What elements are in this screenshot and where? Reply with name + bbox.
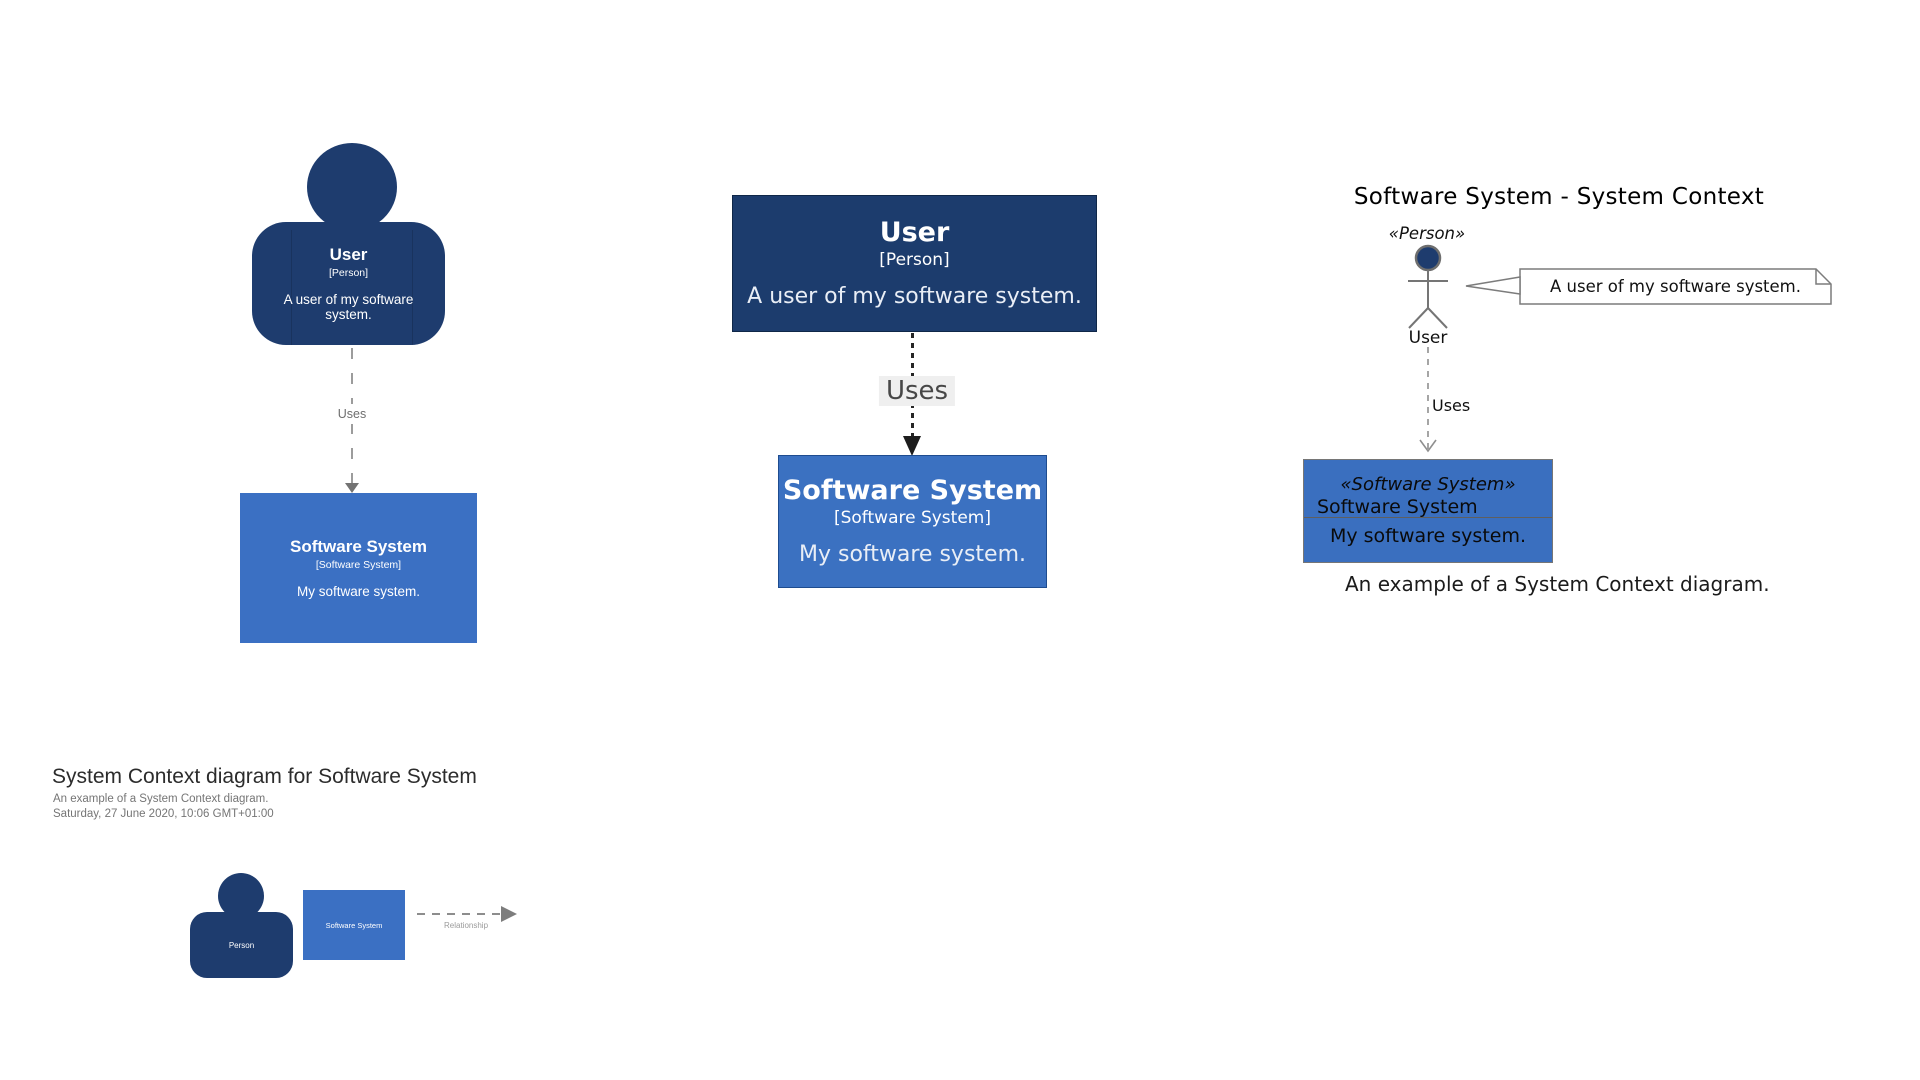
software-system-box: «Software System» Software System My sof… [1303,459,1553,563]
legend-person-label: Person [228,940,255,950]
software-system-box: Software System [Software System] My sof… [240,493,477,643]
person-box: User [Person] A user of my software syst… [732,195,1097,332]
person-name: User [879,216,950,248]
system-name: Software System [782,474,1043,506]
system-stereotype: «Software System» [1340,474,1516,495]
person-head-icon [307,143,397,231]
person-description: A user of my software system. [747,284,1082,310]
legend-software-system-label: Software System [325,920,383,930]
relationship-label: Uses [878,376,956,406]
legend-relationship-line [417,913,501,915]
person-type-label: [Person] [879,250,950,271]
system-description: My software system. [1329,525,1527,547]
system-name: Software System [1317,496,1478,518]
person-arm-line [291,230,292,345]
arrowhead-icon [903,436,921,456]
person-shape: User [Person] A user of my software syst… [252,222,445,345]
legend-arrowhead-icon [501,906,517,922]
legend-person-shape: Person [190,912,293,978]
person-type-label: [Person] [328,266,369,279]
person-name: User [329,245,368,265]
system-box-divider [1304,517,1552,518]
relationship-label: Uses [332,404,372,424]
system-description: My software system. [799,542,1026,568]
legend-relationship-label: Relationship [443,921,489,930]
legend-person-head-icon [218,873,264,919]
person-stereotype: «Person» [1388,224,1466,243]
relationship-label: Uses [1432,396,1471,415]
metadata-title: System Context diagram for Software Syst… [52,765,477,788]
metadata-description: An example of a System Context diagram. [53,793,269,805]
system-type-label: [Software System] [833,508,991,529]
system-type-label: [Software System] [315,558,402,571]
system-description: My software system. [296,583,421,599]
software-system-box: Software System [Software System] My sof… [778,455,1047,588]
person-arm-line [412,230,413,345]
diagram-title: Software System - System Context [1353,184,1765,210]
arrowhead-icon [345,483,359,493]
legend-software-system-box: Software System [303,890,405,960]
system-name: Software System [290,537,427,557]
diagram-caption: An example of a System Context diagram. [1345,572,1770,596]
metadata-timestamp: Saturday, 27 June 2020, 10:06 GMT+01:00 [53,808,274,820]
person-description: A user of my software system. [283,291,414,322]
system-box-header: «Software System» Software System [1304,460,1552,518]
actor-name: User [1408,328,1448,348]
note-text: A user of my software system. [1550,277,1801,296]
actor-icon [1408,244,1448,329]
